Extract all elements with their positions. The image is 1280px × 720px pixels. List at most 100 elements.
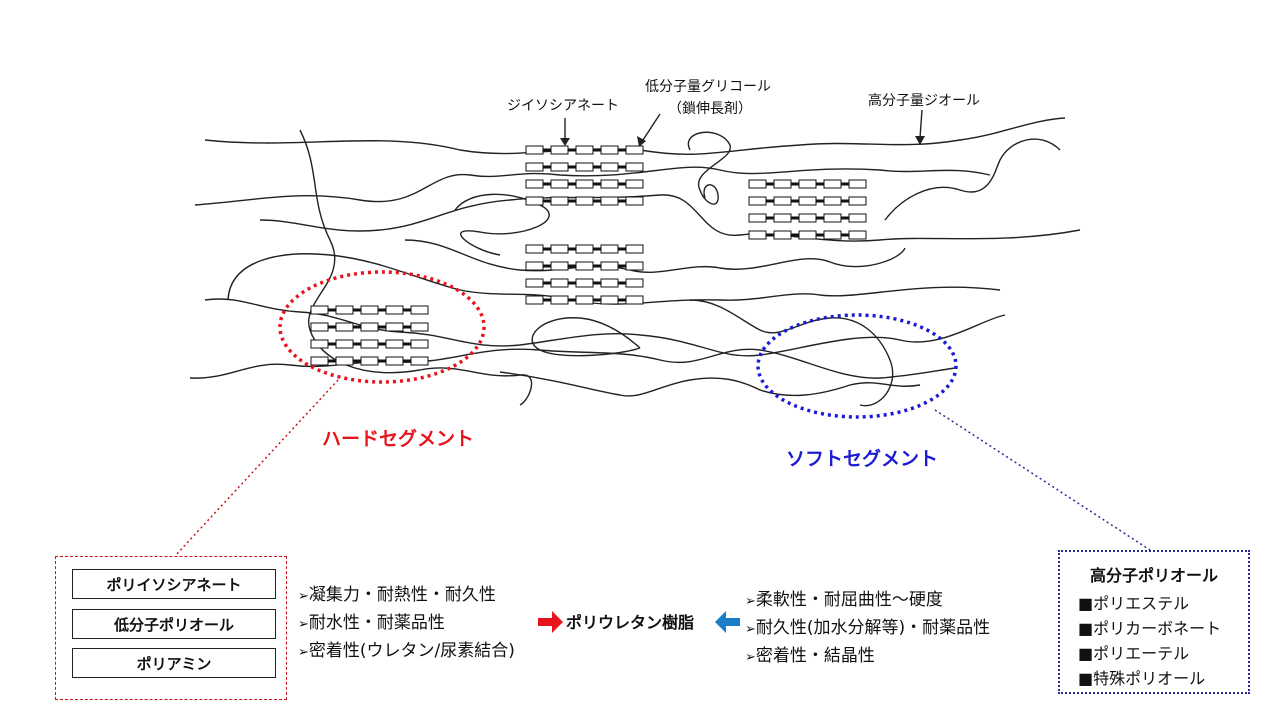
hard-connector-line — [174, 379, 339, 557]
hard-block — [773, 230, 792, 240]
hard-block — [310, 322, 329, 332]
polymer-chain — [194, 166, 991, 206]
polymer-chain — [204, 117, 1066, 155]
hard-block — [525, 179, 544, 189]
hard-block — [625, 145, 644, 155]
hard-block — [310, 305, 329, 315]
polymer-chain — [454, 193, 550, 256]
hard-block — [773, 196, 792, 206]
polymer-chains — [189, 117, 1081, 407]
hard-block — [385, 356, 404, 366]
hard-block — [798, 179, 817, 189]
hard-block — [550, 145, 569, 155]
hard-block — [410, 305, 429, 315]
hard-component-polyisocyanate: ポリイソシアネート — [72, 569, 276, 599]
hard-properties-list: ➢凝集力・耐熱性・耐久性 ➢耐水性・耐薬品性 ➢密着性(ウレタン/尿素結合) — [298, 582, 515, 666]
hard-block — [600, 196, 619, 206]
polymer-chain — [689, 299, 894, 407]
hard-block — [625, 278, 644, 288]
arrow-highmw-polyol — [919, 109, 923, 139]
hard-block — [525, 278, 544, 288]
hard-block — [360, 339, 379, 349]
hard-block — [550, 261, 569, 271]
hard-block — [360, 322, 379, 332]
hard-block — [525, 261, 544, 271]
hard-block — [748, 179, 767, 189]
hard-block — [823, 196, 842, 206]
hard-property-item: ➢密着性(ウレタン/尿素結合) — [298, 641, 515, 661]
hard-block — [823, 213, 842, 223]
hard-block — [823, 179, 842, 189]
hard-block — [525, 145, 544, 155]
hard-block — [823, 230, 842, 240]
red-arrow-right — [538, 611, 563, 633]
soft-connector-line — [934, 409, 1151, 551]
hard-block — [575, 261, 594, 271]
soft-component-polyester: ■ポリエステル — [1078, 594, 1190, 613]
hard-block — [600, 278, 619, 288]
hard-block — [798, 213, 817, 223]
hard-block — [600, 162, 619, 172]
hard-component-lowmw-polyol: 低分子ポリオール — [72, 609, 276, 639]
polymer-chain — [189, 348, 956, 379]
hard-segment-label: ハードセグメント — [322, 428, 475, 450]
soft-component-special-polyol: ■特殊ポリオール — [1078, 669, 1206, 688]
hard-block — [848, 213, 867, 223]
soft-property-item: ➢柔軟性・耐屈曲性～硬度 — [745, 590, 943, 610]
hard-block — [625, 261, 644, 271]
arrow-glycol — [642, 113, 661, 141]
hard-block — [798, 230, 817, 240]
hard-block — [848, 196, 867, 206]
hard-block — [773, 213, 792, 223]
bullet-arrow-icon: ➢ — [298, 589, 309, 604]
soft-property-item: ➢耐久性(加水分解等)・耐薬品性 — [745, 618, 991, 638]
soft-segment-label: ソフトセグメント — [786, 448, 939, 470]
hard-block — [550, 162, 569, 172]
hard-block — [385, 339, 404, 349]
hard-block — [625, 196, 644, 206]
hard-block — [748, 196, 767, 206]
label-diisocyanate: ジイソシアネート — [507, 98, 619, 114]
hard-block — [625, 179, 644, 189]
hard-block — [600, 261, 619, 271]
arrowhead-highmw-polyol — [915, 136, 925, 145]
hard-block — [310, 356, 329, 366]
hard-block — [625, 244, 644, 254]
hard-block — [575, 145, 594, 155]
bullet-arrow-icon: ➢ — [298, 645, 309, 660]
polymer-chain — [531, 317, 641, 357]
hard-block — [550, 179, 569, 189]
hard-block — [600, 145, 619, 155]
bullet-arrow-icon: ➢ — [745, 650, 756, 665]
hard-segment-blocks — [310, 145, 867, 366]
arrowhead-glycol — [637, 136, 646, 147]
hard-block — [575, 196, 594, 206]
hard-block — [525, 295, 544, 305]
hard-block — [410, 356, 429, 366]
hard-segment-ellipse — [278, 270, 486, 384]
soft-segment-ellipse — [756, 313, 958, 419]
hard-block — [600, 244, 619, 254]
hard-block — [335, 305, 354, 315]
hard-block — [525, 162, 544, 172]
polyurethane-resin-label: ポリウレタン樹脂 — [566, 613, 695, 632]
arrowhead-diisocyanate — [560, 138, 570, 146]
hard-block — [550, 196, 569, 206]
label-highmw-polyol: 高分子量ジオール — [868, 93, 980, 109]
soft-property-item: ➢密着性・結晶性 — [745, 646, 875, 666]
hard-block — [335, 356, 354, 366]
polymer-chain — [499, 371, 921, 397]
bullet-arrow-icon: ➢ — [298, 617, 309, 632]
hard-block — [848, 179, 867, 189]
hard-block — [360, 305, 379, 315]
hard-property-item: ➢凝集力・耐熱性・耐久性 — [298, 585, 496, 605]
hard-block — [575, 162, 594, 172]
hard-block — [525, 244, 544, 254]
hard-block — [385, 322, 404, 332]
polymer-chain — [259, 194, 1081, 242]
hard-components-box: ポリイソシアネート 低分子ポリオール ポリアミン — [55, 556, 287, 700]
hard-block — [600, 295, 619, 305]
hard-block — [575, 179, 594, 189]
bullet-arrow-icon: ➢ — [745, 622, 756, 637]
